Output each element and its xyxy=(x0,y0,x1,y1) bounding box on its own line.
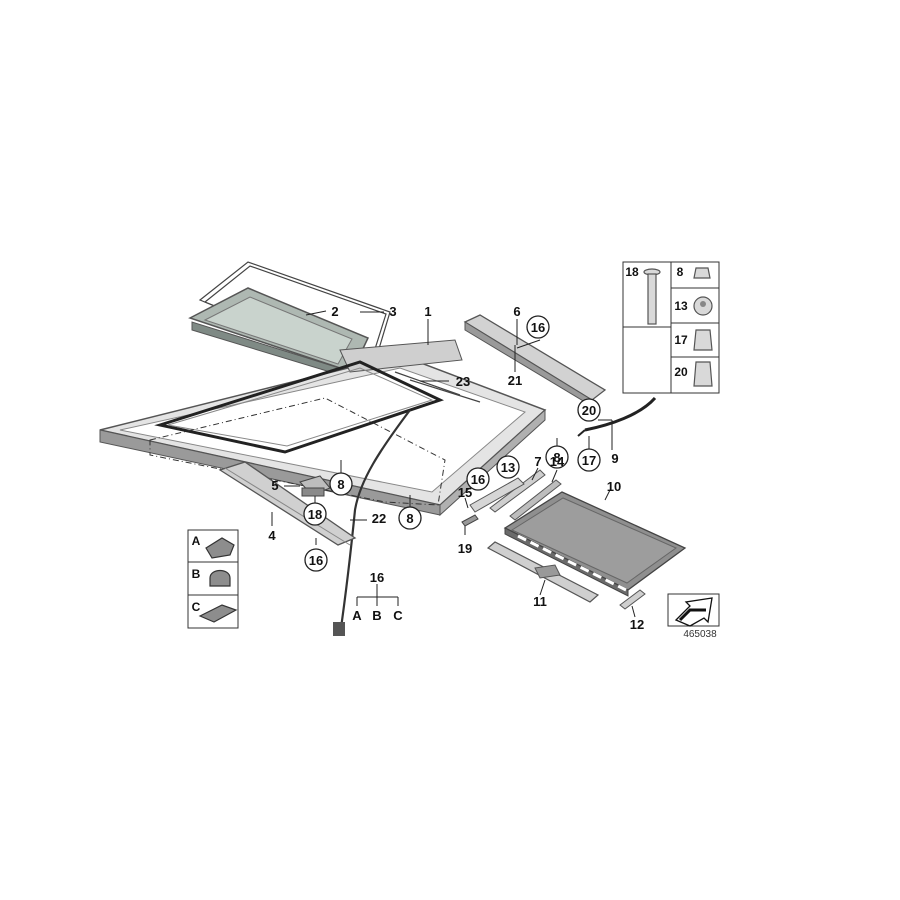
direction-arrow-icon xyxy=(674,597,713,627)
callout-10: 10 xyxy=(607,479,621,494)
fastener-inset-box xyxy=(622,261,720,394)
mechanism-13-part xyxy=(469,477,525,513)
callout-7: 7 xyxy=(534,454,541,469)
callout-22: 22 xyxy=(372,511,386,526)
callout-4: 4 xyxy=(268,528,276,543)
document-number: 465038 xyxy=(683,629,717,640)
callout-13: 13 xyxy=(501,460,515,475)
callout-ring-8b xyxy=(398,506,422,530)
callout-19: 19 xyxy=(458,541,472,556)
callout-ring-20 xyxy=(577,398,601,422)
variant-inset-label-a: A xyxy=(192,534,201,548)
callout-ring-18 xyxy=(303,502,327,526)
callout-11: 11 xyxy=(533,594,547,609)
callout-5: 5 xyxy=(271,478,278,493)
variant-inset-label-c: C xyxy=(192,600,201,614)
callout-3: 3 xyxy=(389,304,396,319)
variant-group-a: A xyxy=(352,608,362,623)
leader-lines xyxy=(271,310,636,618)
clip-19-part xyxy=(461,514,479,527)
callout-8b: 8 xyxy=(406,511,413,526)
fastener-label-8: 8 xyxy=(677,265,684,279)
drain-hose-part xyxy=(333,409,411,636)
callout-14: 14 xyxy=(550,454,565,469)
fastener-label-18: 18 xyxy=(625,265,639,279)
callout-ring-16b xyxy=(526,315,550,339)
callout-12: 12 xyxy=(630,617,644,632)
guide-rail-14-part xyxy=(509,479,562,521)
drain-outline xyxy=(149,397,446,506)
callout-ring-16d xyxy=(304,548,328,572)
callout-ring-17 xyxy=(577,448,601,472)
callout-9: 9 xyxy=(611,451,618,466)
fastener-label-17: 17 xyxy=(674,333,688,347)
drive-motor-part xyxy=(299,475,331,497)
callout-1: 1 xyxy=(424,304,431,319)
callout-ring-8c xyxy=(545,445,569,469)
variant-inset-box xyxy=(187,529,239,629)
callout-8a: 8 xyxy=(337,477,344,492)
sunshade-part xyxy=(503,491,687,597)
callout-6: 6 xyxy=(513,304,520,319)
callout-23: 23 xyxy=(456,374,470,389)
callout-18: 18 xyxy=(308,507,322,522)
callout-2: 2 xyxy=(331,304,338,319)
front-trim-part xyxy=(486,541,600,603)
callout-17: 17 xyxy=(582,453,596,468)
callout-8c: 8 xyxy=(553,450,560,465)
fastener-label-20: 20 xyxy=(674,365,688,379)
callout-ring-13 xyxy=(496,455,520,479)
frame-seal-part xyxy=(154,360,445,454)
variant-group-c: C xyxy=(393,608,403,623)
callout-21: 21 xyxy=(508,373,522,388)
callout-15: 15 xyxy=(458,485,472,500)
bracket-12-part xyxy=(619,589,646,610)
callout-16a: 16 xyxy=(370,570,384,585)
callout-ring-16c xyxy=(466,467,490,491)
callout-16c: 16 xyxy=(471,472,485,487)
callout-ring-8a xyxy=(329,472,353,496)
side-rail-part xyxy=(218,461,357,546)
fastener-label-13: 13 xyxy=(674,299,688,313)
callout-20: 20 xyxy=(582,403,596,418)
variant-group-b: B xyxy=(372,608,381,623)
glass-panel-part xyxy=(188,287,370,379)
callout-16d: 16 xyxy=(309,553,323,568)
variant-inset-label-b: B xyxy=(192,567,201,581)
callout-16b: 16 xyxy=(531,320,545,335)
seal-strip-part xyxy=(577,396,657,437)
sunroof-frame-part xyxy=(99,339,547,517)
